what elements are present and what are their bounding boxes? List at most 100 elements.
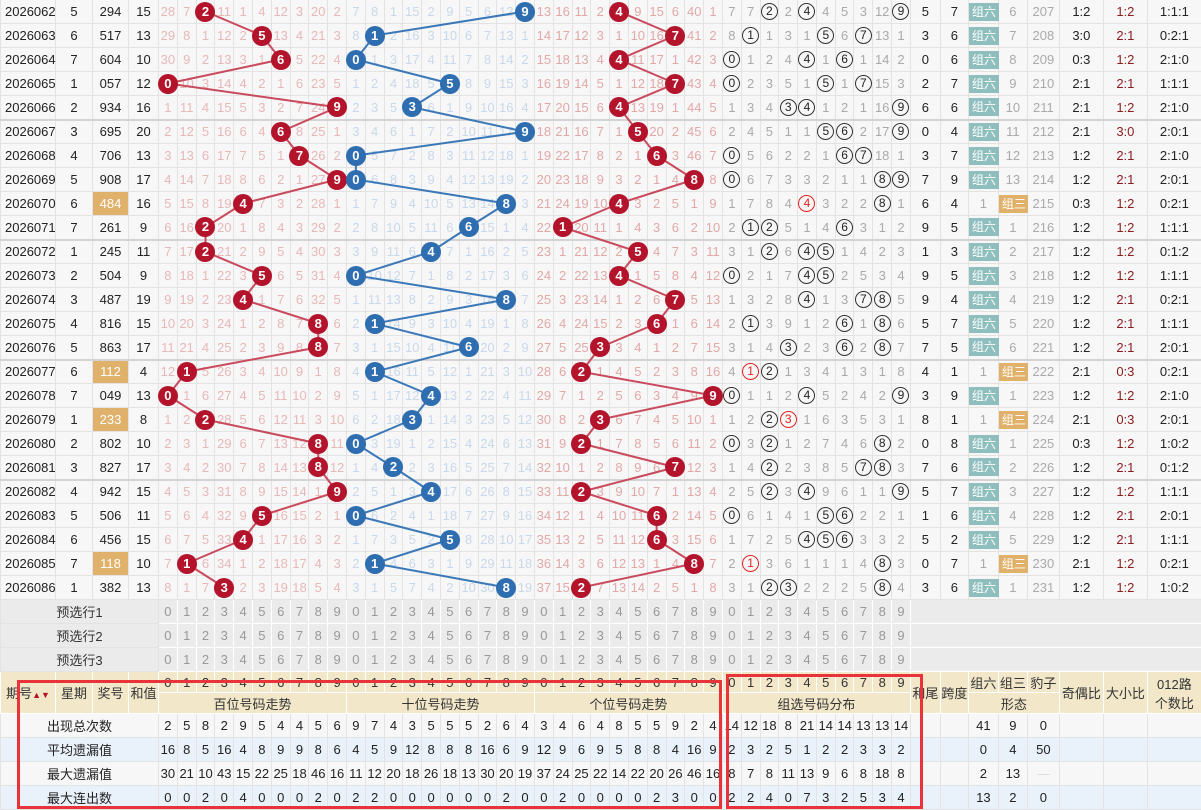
preselect-digit[interactable]: 2 <box>572 624 591 648</box>
preselect-digit[interactable]: 5 <box>440 624 459 648</box>
preselect-digit[interactable]: 6 <box>647 624 666 648</box>
preselect-digit[interactable]: 6 <box>271 600 290 624</box>
preselect-digit[interactable]: 2 <box>196 600 215 624</box>
preselect-digit[interactable]: 7 <box>666 600 685 624</box>
preselect-digit[interactable]: 0 <box>159 648 178 672</box>
preselect-digit[interactable]: 8 <box>497 600 516 624</box>
preselect-digit[interactable]: 5 <box>440 600 459 624</box>
preselect-digit[interactable]: 9 <box>516 648 535 672</box>
preselect-digit[interactable]: 5 <box>252 624 271 648</box>
preselect-digit[interactable]: 8 <box>873 648 892 672</box>
preselect-digit[interactable]: 1 <box>177 600 196 624</box>
preselect-digit[interactable]: 5 <box>252 648 271 672</box>
preselect-digit[interactable]: 5 <box>440 648 459 672</box>
preselect-digit[interactable]: 3 <box>403 600 422 624</box>
preselect-digit[interactable]: 3 <box>403 648 422 672</box>
preselect-digit[interactable]: 0 <box>346 600 365 624</box>
preselect-digit[interactable]: 0 <box>534 600 553 624</box>
preselect-digit[interactable]: 6 <box>459 648 478 672</box>
preselect-digit[interactable]: 0 <box>346 624 365 648</box>
preselect-digit[interactable]: 8 <box>685 624 704 648</box>
preselect-digit[interactable]: 6 <box>647 648 666 672</box>
preselect-digit[interactable]: 7 <box>478 648 497 672</box>
preselect-digit[interactable]: 5 <box>628 624 647 648</box>
preselect-digit[interactable]: 0 <box>159 624 178 648</box>
preselect-digit[interactable]: 3 <box>215 648 234 672</box>
preselect-digit[interactable]: 5 <box>628 600 647 624</box>
preselect-digit[interactable]: 1 <box>365 648 384 672</box>
preselect-digit[interactable]: 3 <box>215 600 234 624</box>
preselect-digit[interactable]: 1 <box>365 624 384 648</box>
preselect-digit[interactable]: 6 <box>835 600 854 624</box>
preselect-digit[interactable]: 9 <box>892 600 911 624</box>
preselect-digit[interactable]: 6 <box>835 648 854 672</box>
preselect-digit[interactable]: 0 <box>346 648 365 672</box>
preselect-digit[interactable]: 9 <box>892 624 911 648</box>
preselect-digit[interactable]: 3 <box>591 600 610 624</box>
preselect-digit[interactable]: 6 <box>459 624 478 648</box>
preselect-digit[interactable]: 4 <box>798 648 817 672</box>
preselect-digit[interactable]: 8 <box>873 600 892 624</box>
preselect-digit[interactable]: 2 <box>196 648 215 672</box>
preselect-digit[interactable]: 4 <box>234 648 253 672</box>
preselect-digit[interactable]: 3 <box>215 624 234 648</box>
preselect-digit[interactable]: 8 <box>309 600 328 624</box>
preselect-digit[interactable]: 1 <box>741 624 760 648</box>
preselect-digit[interactable]: 7 <box>854 600 873 624</box>
preselect-digit[interactable]: 6 <box>459 600 478 624</box>
preselect-digit[interactable]: 0 <box>534 648 553 672</box>
preselect-digit[interactable]: 3 <box>591 624 610 648</box>
preselect-digit[interactable]: 2 <box>384 648 403 672</box>
preselect-digit[interactable]: 6 <box>835 624 854 648</box>
preselect-digit[interactable]: 2 <box>572 600 591 624</box>
preselect-digit[interactable]: 2 <box>384 600 403 624</box>
preselect-digit[interactable]: 9 <box>516 600 535 624</box>
preselect-digit[interactable]: 5 <box>816 600 835 624</box>
preselect-digit[interactable]: 0 <box>722 600 741 624</box>
preselect-digit[interactable]: 0 <box>722 648 741 672</box>
preselect-digit[interactable]: 4 <box>234 600 253 624</box>
preselect-digit[interactable]: 9 <box>892 648 911 672</box>
preselect-digit[interactable]: 1 <box>553 648 572 672</box>
preselect-digit[interactable]: 4 <box>422 648 441 672</box>
preselect-digit[interactable]: 6 <box>647 600 666 624</box>
preselect-digit[interactable]: 0 <box>159 600 178 624</box>
preselect-digit[interactable]: 4 <box>798 624 817 648</box>
preselect-digit[interactable]: 1 <box>553 624 572 648</box>
preselect-digit[interactable]: 7 <box>290 624 309 648</box>
preselect-digit[interactable]: 5 <box>816 648 835 672</box>
preselect-digit[interactable]: 9 <box>704 600 723 624</box>
preselect-digit[interactable]: 3 <box>403 624 422 648</box>
preselect-digit[interactable]: 2 <box>760 648 779 672</box>
preselect-digit[interactable]: 2 <box>384 624 403 648</box>
preselect-digit[interactable]: 7 <box>666 648 685 672</box>
preselect-digit[interactable]: 7 <box>854 648 873 672</box>
preselect-digit[interactable]: 9 <box>704 624 723 648</box>
preselect-digit[interactable]: 7 <box>290 600 309 624</box>
preselect-digit[interactable]: 8 <box>497 648 516 672</box>
preselect-digit[interactable]: 9 <box>516 624 535 648</box>
preselect-digit[interactable]: 9 <box>328 648 347 672</box>
period-header[interactable]: 期号▲▼ <box>1 672 56 714</box>
preselect-digit[interactable]: 4 <box>610 600 629 624</box>
preselect-digit[interactable]: 6 <box>271 624 290 648</box>
preselect-digit[interactable]: 1 <box>177 648 196 672</box>
preselect-digit[interactable]: 4 <box>610 624 629 648</box>
preselect-digit[interactable]: 3 <box>779 648 798 672</box>
preselect-digit[interactable]: 5 <box>816 624 835 648</box>
preselect-digit[interactable]: 7 <box>478 624 497 648</box>
preselect-digit[interactable]: 1 <box>365 600 384 624</box>
preselect-digit[interactable]: 2 <box>760 624 779 648</box>
preselect-digit[interactable]: 2 <box>196 624 215 648</box>
preselect-digit[interactable]: 5 <box>628 648 647 672</box>
preselect-digit[interactable]: 8 <box>685 600 704 624</box>
preselect-digit[interactable]: 3 <box>779 624 798 648</box>
preselect-digit[interactable]: 1 <box>741 648 760 672</box>
preselect-digit[interactable]: 5 <box>252 600 271 624</box>
preselect-digit[interactable]: 0 <box>722 624 741 648</box>
preselect-digit[interactable]: 4 <box>422 600 441 624</box>
preselect-digit[interactable]: 8 <box>685 648 704 672</box>
preselect-digit[interactable]: 7 <box>854 624 873 648</box>
preselect-digit[interactable]: 4 <box>610 648 629 672</box>
preselect-digit[interactable]: 7 <box>666 624 685 648</box>
